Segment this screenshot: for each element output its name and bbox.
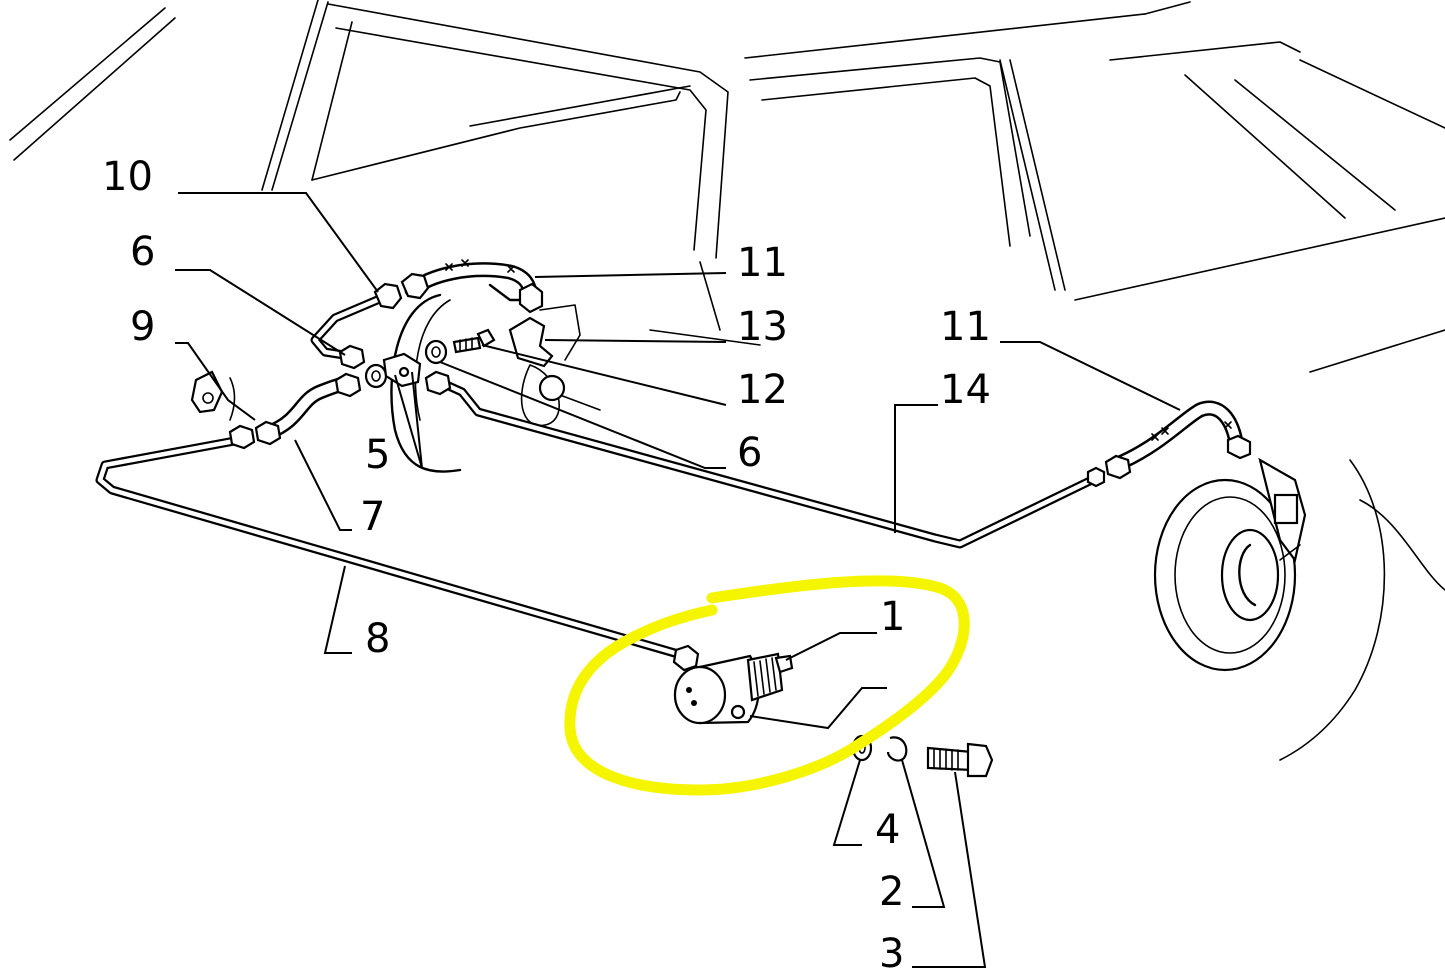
callout-12: 12 <box>737 367 788 413</box>
callout-4: 4 <box>875 807 900 853</box>
highlight-ring <box>564 575 970 796</box>
callout-1: 1 <box>880 594 905 640</box>
callout-6-right: 6 <box>737 430 762 476</box>
car-body-outline <box>9 0 1445 761</box>
right-brake-disc <box>1153 457 1307 672</box>
callout-7: 7 <box>360 494 385 540</box>
rigid-pipes <box>95 293 1101 661</box>
callout-6-left: 6 <box>130 229 155 275</box>
brake-pressure-valve <box>673 652 794 725</box>
callout-8: 8 <box>365 616 390 662</box>
leader-lines <box>175 192 1181 968</box>
callout-14: 14 <box>940 367 991 413</box>
callout-9: 9 <box>130 304 155 350</box>
callout-11-right: 11 <box>940 304 991 350</box>
callout-13: 13 <box>737 304 788 350</box>
mounting-hardware <box>851 734 994 778</box>
callout-2: 2 <box>879 869 904 915</box>
fittings <box>190 272 1252 672</box>
callout-3: 3 <box>879 931 904 973</box>
callout-5: 5 <box>365 432 390 478</box>
callout-10: 10 <box>102 154 153 200</box>
callouts: 10 6 9 11 13 12 6 5 7 11 14 8 1 4 2 3 <box>102 154 991 973</box>
callout-11-left: 11 <box>737 240 788 286</box>
